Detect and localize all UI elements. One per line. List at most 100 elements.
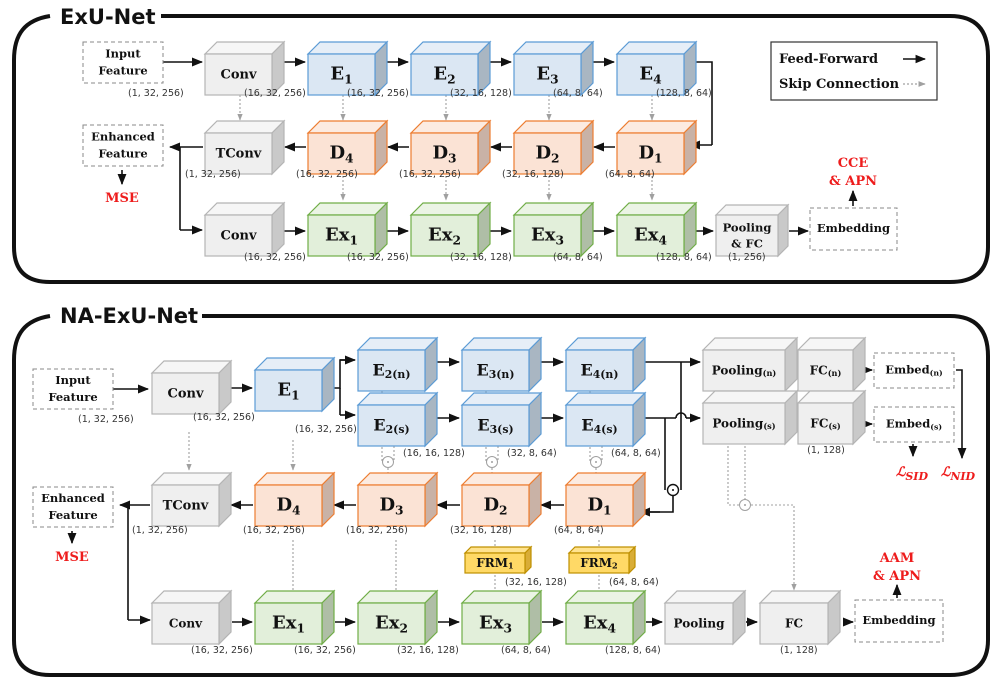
na-fc-s: FC(s) xyxy=(796,389,867,446)
na-extractor-dim-1: (16, 32, 256) xyxy=(294,645,356,656)
na-e3s-label: E3(s) xyxy=(477,415,513,436)
na-extractor-dim-4: (128, 8, 64) xyxy=(605,645,661,656)
na-frm-dim-1: (64, 8, 64) xyxy=(609,577,659,588)
exunet-extractor-dim-4: (128, 8, 64) xyxy=(656,252,712,263)
na-extractor-fc: FC xyxy=(758,589,842,646)
na-speaker-dim-0: (16, 16, 128) xyxy=(403,448,465,459)
na-embedding-border xyxy=(854,599,944,643)
exunet-encoder-conv: Conv xyxy=(203,40,286,97)
na-extractor-ex1-front-face xyxy=(254,602,323,645)
exunet-input-feature-label-line2: Feature xyxy=(98,64,147,78)
exunet-title: ExU-Net xyxy=(60,5,156,29)
na-extractor-ex3-label-sub: 3 xyxy=(503,621,512,635)
na-extractor-dim-0: (16, 32, 256) xyxy=(191,645,253,656)
na-decoder-d1-label-base: D xyxy=(587,495,603,516)
exunet-encoder-e2-label-base: E xyxy=(433,64,447,85)
na-e4n-label-sub: 4(n) xyxy=(593,368,619,381)
exunet-enhanced-feature-label-line1: Enhanced xyxy=(91,130,155,144)
na-frm-2-label: FRM2 xyxy=(580,556,617,571)
na-decoder-d4-label-base: D xyxy=(276,495,292,516)
na-extractor-fc-label-base: FC xyxy=(785,616,803,630)
exunet-extractor-ex3: Ex3 xyxy=(512,201,595,258)
na-extractor-ex4: Ex4 xyxy=(564,589,647,646)
na-extractor-ex1: Ex1 xyxy=(253,589,336,646)
exunet-encoder-e1-label: E1 xyxy=(330,64,352,87)
exunet-extractor-ex4-label-sub: 4 xyxy=(658,233,667,247)
exunet-decoder-tconv: TConv xyxy=(203,119,286,176)
na-e1-front-face xyxy=(254,369,323,412)
na-frm-2-top-face xyxy=(567,546,637,554)
exunet-decoder-d2-label: D2 xyxy=(535,143,559,166)
na-pooling-s: Pooling(s) xyxy=(701,389,799,446)
exunet-panel: ExU-Net xyxy=(12,4,990,284)
exunet-decoder-d2-label-base: D xyxy=(535,143,551,164)
na-e1-top-face xyxy=(253,357,336,371)
exunet-extractor-ex4: Ex4 xyxy=(615,201,698,258)
na-pooling-n-front-face xyxy=(702,349,786,392)
na-extractor-ex3: Ex3 xyxy=(460,589,543,646)
na-decoder-tconv-label-base: TConv xyxy=(163,498,209,513)
exunet-frame xyxy=(12,14,990,284)
na-loss-nid: ℒNID xyxy=(941,465,976,483)
na-speaker-dim-2: (64, 8, 64) xyxy=(611,448,661,459)
na-extractor-dim-3: (64, 8, 64) xyxy=(501,645,551,656)
na-fc-s-front-face xyxy=(797,402,854,445)
na-embed-s-label-base: Embed xyxy=(886,417,930,431)
na-enhanced-feature-label-line1: Enhanced xyxy=(41,491,105,505)
exunet-extractor-ex2-label-base: Ex xyxy=(428,225,453,246)
exunet-decoder-tconv-front-face xyxy=(204,132,273,175)
na-fc-s-label-sub: (s) xyxy=(828,421,840,431)
na-e2n: E2(n) xyxy=(356,336,439,393)
na-e4s-top-face xyxy=(564,392,647,406)
exunet-encoder-dim-3: (64, 8, 64) xyxy=(553,88,603,99)
na-extractor-dim-2: (32, 16, 128) xyxy=(397,645,459,656)
exunet-encoder-e3-label-base: E xyxy=(536,64,550,85)
exunet-input-dim: (1, 32, 256) xyxy=(128,88,184,99)
na-extractor-conv-label-base: Conv xyxy=(169,616,203,630)
na-decoder-d4: D4 xyxy=(253,471,336,528)
na-extractor-fc-label: FC xyxy=(785,616,803,630)
na-decoder-d4-top-face xyxy=(253,472,336,486)
na-extractor-fc-front-face xyxy=(759,602,829,645)
na-extractor-conv-top-face xyxy=(150,590,233,604)
exunet-enhanced-feature-label-line2: Feature xyxy=(98,147,147,161)
na-decoder-d3: D3 xyxy=(356,471,439,528)
exunet-decoder-d1-front-face xyxy=(616,132,685,175)
exunet-decoder-d4-label: D4 xyxy=(329,143,354,166)
na-extractor-conv-label: Conv xyxy=(169,616,203,630)
na-decoder-d3-label: D3 xyxy=(379,495,403,518)
exunet-extractor-ex4-front-face xyxy=(616,214,685,257)
na-frm-1-label-base: FRM xyxy=(476,556,508,570)
na-fc-n-label-base: FC xyxy=(810,363,828,377)
exunet-decoder-dim-2: (16, 32, 256) xyxy=(399,169,461,180)
exunet-extractor-conv: Conv xyxy=(203,201,286,258)
na-hadamard-icon-1-dot xyxy=(491,461,493,463)
na-e3s-front-face xyxy=(461,404,530,447)
na-decoder-tconv-label: TConv xyxy=(163,498,209,513)
exunet-enhanced-feature-border xyxy=(82,124,164,167)
na-frm-1-front-face xyxy=(464,552,526,574)
exunet-extractor-ex4-label: Ex4 xyxy=(634,225,667,248)
na-decoder-d1-front-face xyxy=(565,484,634,527)
exunet-extractor-ex3-top-face xyxy=(512,202,595,216)
exunet-extractor-ex2: Ex2 xyxy=(409,201,492,258)
na-extractor-pooling-label-base: Pooling xyxy=(674,616,726,630)
exunet-loss-cce: CCE xyxy=(838,156,869,171)
exunet-encoder-e2-top-face xyxy=(409,41,492,55)
na-e4-to-d1-line xyxy=(650,496,674,513)
exunet-encoder-e3: E3 xyxy=(512,40,595,97)
na-e4s-front-face xyxy=(565,404,634,447)
na-extractor-ex4-top-face xyxy=(564,590,647,604)
na-e4n-front-face xyxy=(565,349,634,392)
legend: Feed-Forward Skip Connection xyxy=(770,41,938,101)
exunet-decoder-dim-4: (64, 8, 64) xyxy=(605,169,655,180)
na-extractor-ex3-label: Ex3 xyxy=(479,613,512,636)
exunet-embedding-border xyxy=(809,207,898,251)
exunet-encoder-e2-label-sub: 2 xyxy=(447,72,456,86)
na-pooling-s-label-base: Pooling xyxy=(712,416,764,430)
na-fc-s-dim: (1, 128) xyxy=(807,445,845,456)
na-fc-n-front-face xyxy=(797,349,854,392)
na-loss-sid-base: ℒ xyxy=(896,465,906,480)
na-e4s-label-base: E xyxy=(581,415,593,434)
